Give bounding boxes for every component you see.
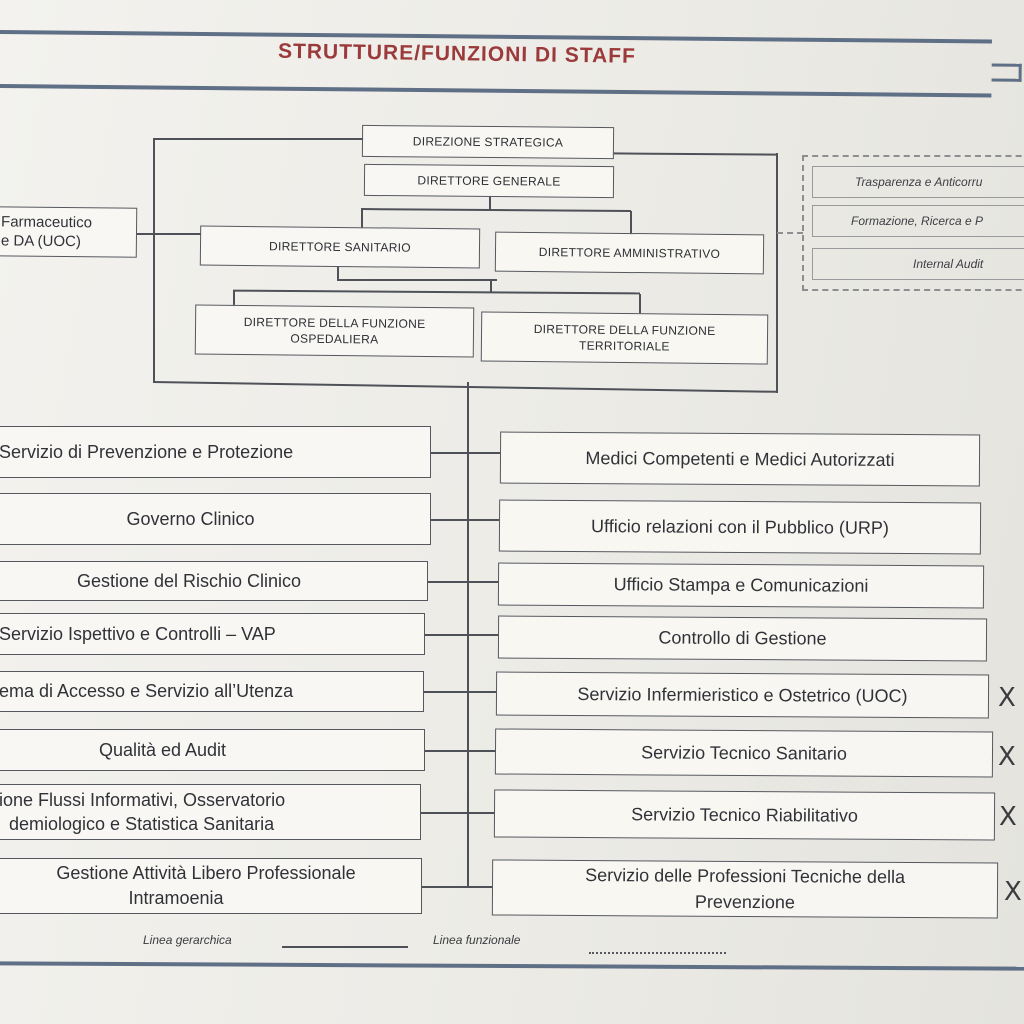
staff-tecnico-riabilitativo: Servizio Tecnico Riabilitativo (493, 789, 996, 841)
staff-infermieristico: Servizio Infermieristico e Ostetrico (UO… (495, 671, 990, 719)
direttore-generale-label: DIRETTORE GENERALE (417, 173, 561, 189)
dashed-group-frame (802, 155, 1024, 291)
box-direttore-amministrativo: DIRETTORE AMMINISTRATIVO (494, 231, 765, 275)
rischio-clinico-label: Gestione del Rischio Clinico (76, 570, 302, 591)
frame-top-right (611, 152, 778, 156)
frame-top-left (154, 138, 364, 140)
mid-down (490, 280, 492, 292)
staff-qualita-audit: Qualità ed Audit (0, 729, 425, 771)
staff-rischio-clinico: Gestione del Rischio Clinico (0, 561, 428, 601)
link-row7 (421, 812, 494, 814)
box-internal-audit: Internal Audit (812, 248, 1024, 280)
mid-bar (337, 279, 497, 281)
staff-tecnico-sanitario: Servizio Tecnico Sanitario (494, 728, 994, 778)
staff-ufficio-stampa: Ufficio Stampa e Comunicazioni (497, 562, 985, 609)
ds-da-bar (360, 208, 632, 212)
da-up (630, 211, 632, 235)
ds-up (361, 209, 363, 229)
link-row6 (425, 750, 495, 752)
staff-accesso-utenza: ema di Accesso e Servizio all’Utenza (0, 671, 424, 712)
dg-down (489, 197, 491, 210)
dashed-link (777, 232, 803, 234)
staff-professioni-tecniche: Servizio delle Professioni Tecniche dell… (491, 859, 999, 919)
link-row3 (428, 581, 499, 583)
fn-bar (232, 289, 641, 294)
governo-clinico-label: Governo Clinico (126, 508, 255, 529)
ft-up (639, 294, 641, 314)
box-funzione-ospedaliera: DIRETTORE DELLA FUNZIONE OSPEDALIERA (194, 304, 475, 358)
urp-label: Ufficio relazioni con il Pubblico (URP) (591, 515, 889, 538)
qualita-audit-label: Qualità ed Audit (98, 739, 227, 760)
link-row1 (431, 452, 500, 454)
funzione-ospedaliera-label: DIRETTORE DELLA FUNZIONE OSPEDALIERA (243, 315, 426, 347)
ufficio-stampa-label: Ufficio Stampa e Comunicazioni (613, 574, 869, 596)
medici-competenti-label: Medici Competenti e Medici Autorizzati (585, 447, 895, 470)
professioni-tecniche-line2: Prevenzione (694, 891, 796, 913)
link-row4 (425, 634, 498, 636)
staff-medici-competenti: Medici Competenti e Medici Autorizzati (499, 431, 981, 487)
link-row5 (424, 691, 496, 693)
legend-gerarchica-line (282, 946, 408, 948)
bottom-band (0, 961, 1024, 971)
direzione-strategica-label: DIREZIONE STRATEGICA (412, 134, 564, 150)
flussi-informativi-line2: demiologico e Statistica Sanitaria (9, 814, 275, 834)
box-funzione-territoriale: DIRETTORE DELLA FUNZIONE TERRITORIALE (480, 311, 769, 365)
box-direzione-strategica: DIREZIONE STRATEGICA (361, 124, 615, 160)
legend-gerarchica-label: Linea gerarchica (143, 933, 232, 947)
frame-left (153, 138, 155, 382)
farmaceutico-link (137, 233, 201, 235)
ispettivo-vap-label: Servizio Ispettivo e Controlli – VAP (0, 623, 276, 644)
x-mark-professioni-tecniche: X (1004, 877, 1022, 907)
box-farmaceutico: Farmaceutico e DA (UOC) (0, 206, 138, 258)
tecnico-riabilitativo-label: Servizio Tecnico Riabilitativo (631, 803, 858, 826)
fo-up (233, 291, 235, 307)
controllo-gestione-label: Controllo di Gestione (658, 627, 827, 649)
legend-funzionale-line (589, 952, 726, 954)
staff-urp: Ufficio relazioni con il Pubblico (URP) (498, 499, 982, 555)
direttore-sanitario-label: DIRETTORE SANITARIO (268, 239, 412, 255)
staff-prevenzione-protezione: Servizio di Prevenzione e Protezione (0, 426, 431, 478)
box-trasparenza: Trasparenza e Anticorru (812, 166, 1024, 198)
tecnico-sanitario-label: Servizio Tecnico Sanitario (641, 741, 847, 764)
x-mark-tecnico-riabilitativo: X (999, 802, 1017, 832)
x-mark-tecnico-sanitario: X (998, 742, 1016, 772)
x-mark-infermieristico: X (998, 683, 1016, 713)
professioni-tecniche-line1: Servizio delle Professioni Tecniche dell… (585, 865, 906, 887)
title-band-tab (991, 63, 1022, 82)
frame-bottom (152, 381, 777, 393)
direttore-amministrativo-label: DIRETTORE AMMINISTRATIVO (538, 245, 721, 261)
staff-libero-professionale: Gestione Attività Libero Professionale I… (0, 858, 422, 914)
prevenzione-protezione-label: Servizio di Prevenzione e Protezione (0, 441, 294, 462)
box-formazione: Formazione, Ricerca e P (812, 205, 1024, 237)
accesso-utenza-label: ema di Accesso e Servizio all’Utenza (0, 681, 294, 701)
frame-right (776, 153, 778, 393)
libero-professionale-line2: Intramoenia (128, 888, 224, 908)
formazione-label: Formazione, Ricerca e P (851, 214, 984, 228)
staff-ispettivo-vap: Servizio Ispettivo e Controlli – VAP (0, 613, 425, 655)
staff-governo-clinico: Governo Clinico (0, 493, 431, 545)
link-row8 (422, 886, 492, 888)
legend-funzionale-label: Linea funzionale (433, 933, 521, 947)
infermieristico-label: Servizio Infermieristico e Ostetrico (UO… (577, 683, 908, 706)
box-direttore-generale: DIRETTORE GENERALE (363, 163, 615, 199)
staff-flussi-informativi: ione Flussi Informativi, Osservatorio de… (0, 784, 421, 840)
farmaceutico-line1: Farmaceutico (1, 213, 93, 232)
staff-controllo-gestione: Controllo di Gestione (497, 615, 988, 662)
link-row2 (431, 519, 500, 521)
flussi-informativi-line1: ione Flussi Informativi, Osservatorio (0, 790, 286, 810)
box-direttore-sanitario: DIRETTORE SANITARIO (199, 225, 481, 269)
farmaceutico-line2: e DA (UOC) (0, 232, 82, 251)
funzione-territoriale-label: DIRETTORE DELLA FUNZIONE TERRITORIALE (533, 322, 716, 354)
internal-audit-label: Internal Audit (913, 257, 984, 271)
ds-down (337, 267, 339, 280)
libero-professionale-line1: Gestione Attività Libero Professionale (56, 863, 356, 883)
trasparenza-label: Trasparenza e Anticorru (855, 175, 983, 189)
